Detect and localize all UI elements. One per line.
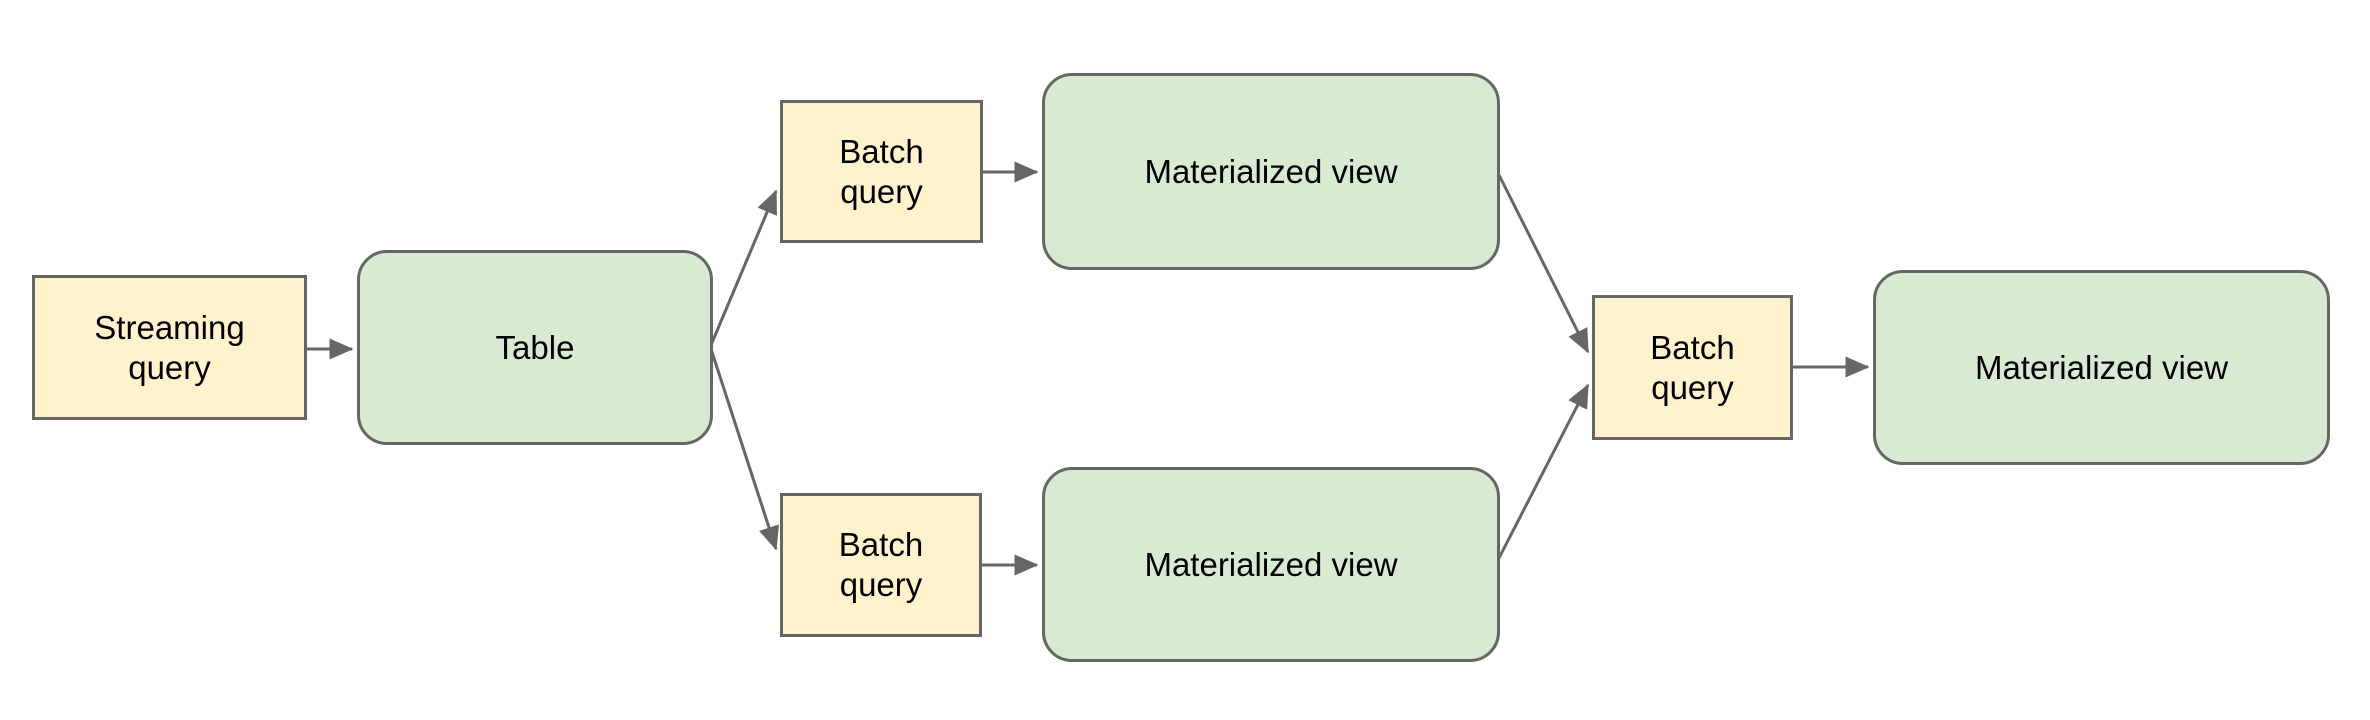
node-batch-query-bottom-label: Batch query bbox=[838, 526, 924, 603]
node-materialized-view-right-label: Materialized view bbox=[1974, 348, 2229, 386]
connector-table-to-batch-query-bottom bbox=[709, 348, 780, 551]
node-materialized-view-top-label: Materialized view bbox=[1144, 152, 1398, 190]
node-materialized-view-bottom: Materialized view bbox=[1042, 467, 1500, 662]
node-batch-query-right-label: Batch query bbox=[1650, 328, 1735, 406]
node-streaming-query: Streaming query bbox=[32, 275, 307, 420]
node-batch-query-top: Batch query bbox=[780, 100, 983, 243]
node-materialized-view-bottom-label: Materialized view bbox=[1144, 545, 1398, 583]
node-table: Table bbox=[357, 250, 713, 445]
node-batch-query-right: Batch query bbox=[1592, 295, 1793, 440]
node-materialized-view-top: Materialized view bbox=[1042, 73, 1500, 270]
node-batch-query-bottom: Batch query bbox=[780, 493, 982, 637]
connector-table-to-batch-query-top bbox=[709, 189, 778, 346]
connector-materialized-view-bottom-to-batch-query-right bbox=[1497, 383, 1590, 559]
node-materialized-view-right: Materialized view bbox=[1873, 270, 2330, 465]
node-streaming-query-label: Streaming query bbox=[94, 308, 245, 386]
connector-materialized-view-top-to-batch-query-right bbox=[1497, 174, 1590, 354]
node-batch-query-top-label: Batch query bbox=[839, 132, 924, 210]
node-table-label: Table bbox=[495, 328, 575, 366]
